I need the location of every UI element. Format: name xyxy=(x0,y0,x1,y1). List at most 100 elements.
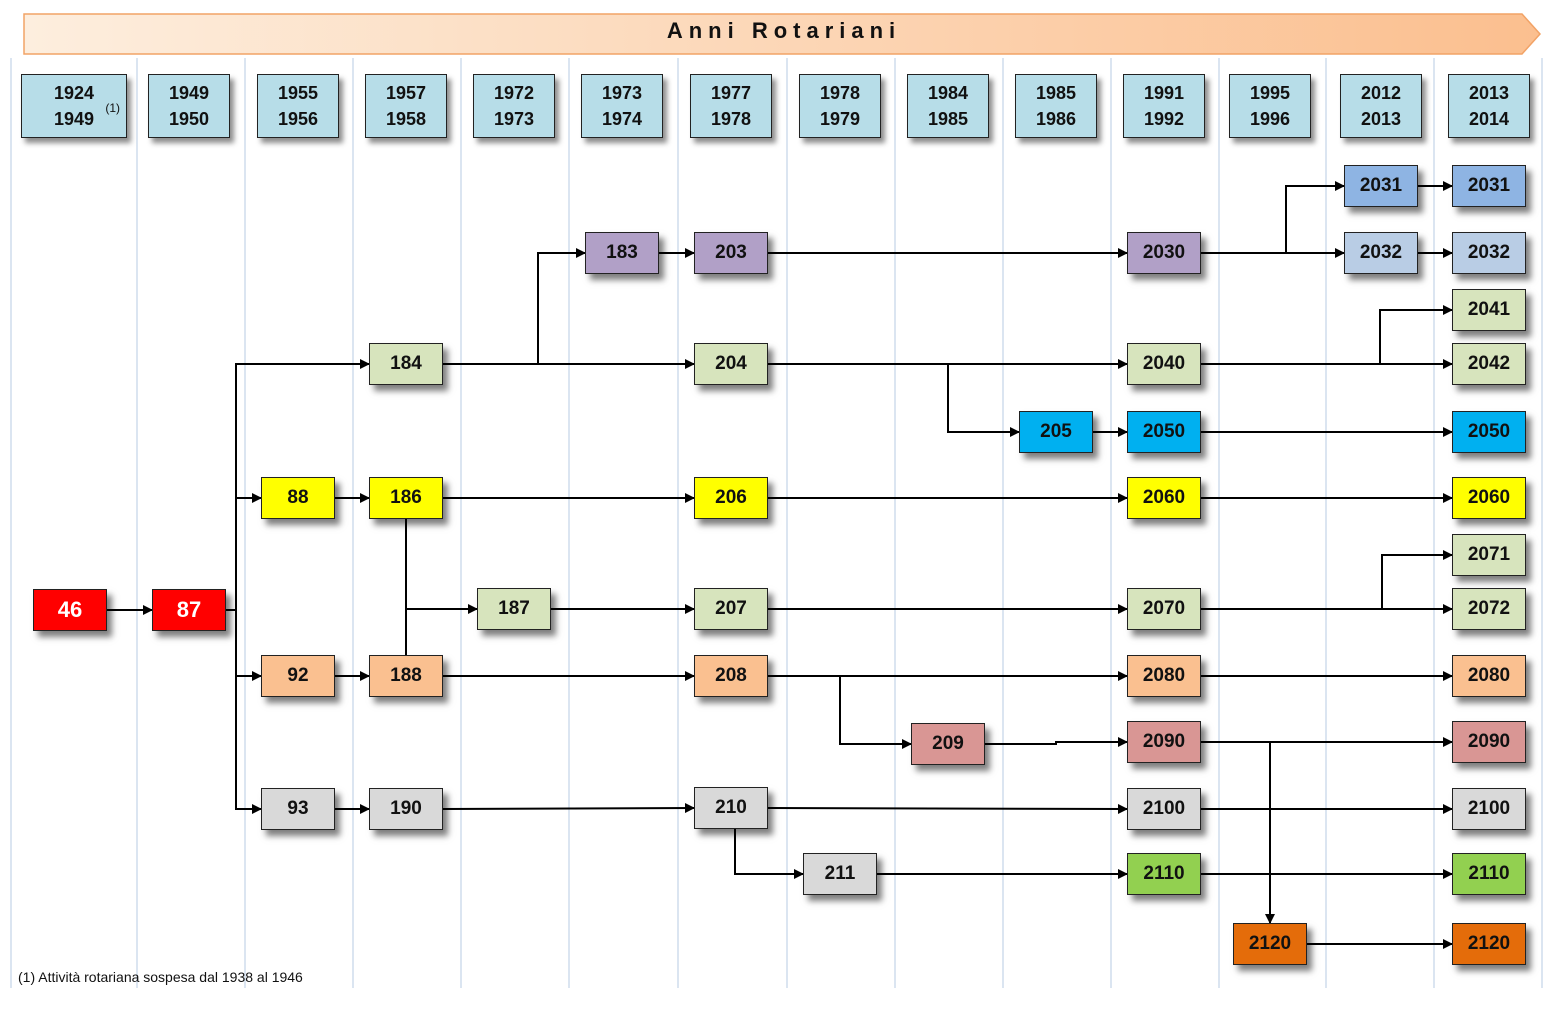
footnote: (1) Attività rotariana sospesa dal 1938 … xyxy=(18,969,303,985)
year-to: 1986 xyxy=(1035,109,1077,129)
year-to: 1973 xyxy=(493,109,535,129)
column-divider xyxy=(136,58,138,988)
district-node-2090: 2090 xyxy=(1452,721,1526,763)
connector-arrow xyxy=(768,675,912,749)
district-node-2080: 2080 xyxy=(1452,655,1526,697)
district-node-2050: 2050 xyxy=(1127,411,1201,453)
year-from: 1973 xyxy=(601,83,643,103)
year-from: 1984 xyxy=(927,83,969,103)
column-divider xyxy=(352,58,354,988)
year-to: 1950 xyxy=(168,109,210,129)
district-node-2032: 2032 xyxy=(1452,232,1526,274)
district-node-2030: 2030 xyxy=(1127,232,1201,274)
year-header: 1991 1992 xyxy=(1123,74,1205,138)
district-node-2071: 2071 xyxy=(1452,534,1526,576)
year-to: 1958 xyxy=(385,109,427,129)
year-to: 2014 xyxy=(1468,109,1510,129)
district-node-46: 46 xyxy=(33,589,107,631)
connector-arrow xyxy=(1201,181,1345,254)
column-divider xyxy=(1110,58,1112,988)
column-divider xyxy=(677,58,679,988)
district-node-190: 190 xyxy=(369,788,443,830)
district-node-2100: 2100 xyxy=(1127,788,1201,830)
district-node-88: 88 xyxy=(261,477,335,519)
year-to: 2013 xyxy=(1360,109,1402,129)
year-from: 1977 xyxy=(710,83,752,103)
connector-arrow xyxy=(985,737,1128,747)
connector-arrow xyxy=(1201,741,1275,924)
year-to: 1974 xyxy=(601,109,643,129)
district-node-2072: 2072 xyxy=(1452,588,1526,630)
year-from: 2012 xyxy=(1360,83,1402,103)
year-header: 1924 1949 (1) xyxy=(21,74,127,138)
footnote-marker: (1) xyxy=(105,101,120,115)
year-from: 1924 xyxy=(53,83,95,103)
district-node-203: 203 xyxy=(694,232,768,274)
connector-arrow xyxy=(226,493,262,611)
district-node-2090: 2090 xyxy=(1127,721,1201,763)
district-node-2100: 2100 xyxy=(1452,788,1526,830)
district-node-2031: 2031 xyxy=(1452,165,1526,207)
column-divider xyxy=(1002,58,1004,988)
district-node-211: 211 xyxy=(803,853,877,895)
year-to: 1978 xyxy=(710,109,752,129)
district-node-205: 205 xyxy=(1019,411,1093,453)
year-header: 1973 1974 xyxy=(581,74,663,138)
district-node-2110: 2110 xyxy=(1127,853,1201,895)
district-node-2120: 2120 xyxy=(1452,923,1526,965)
district-node-210: 210 xyxy=(694,787,768,829)
district-node-2032: 2032 xyxy=(1344,232,1418,274)
column-divider xyxy=(568,58,570,988)
district-node-2041: 2041 xyxy=(1452,289,1526,331)
district-node-204: 204 xyxy=(694,343,768,385)
year-header: 1972 1973 xyxy=(473,74,555,138)
year-from: 1955 xyxy=(277,83,319,103)
year-to: 1949 xyxy=(53,109,95,129)
banner-title: Anni Rotariani xyxy=(666,18,902,43)
connector-arrow xyxy=(734,829,804,879)
column-divider xyxy=(894,58,896,988)
column-divider xyxy=(244,58,246,988)
district-node-87: 87 xyxy=(152,589,226,631)
year-from: 1991 xyxy=(1143,83,1185,103)
district-node-207: 207 xyxy=(694,588,768,630)
year-header: 2012 2013 xyxy=(1340,74,1422,138)
column-divider xyxy=(1218,58,1220,988)
district-node-2110: 2110 xyxy=(1452,853,1526,895)
district-node-206: 206 xyxy=(694,477,768,519)
connector-arrow xyxy=(767,803,1128,814)
year-header: 1984 1985 xyxy=(907,74,989,138)
district-node-187: 187 xyxy=(477,588,551,630)
year-from: 1985 xyxy=(1035,83,1077,103)
connector-arrow xyxy=(442,803,695,814)
year-from: 1972 xyxy=(493,83,535,103)
district-node-2070: 2070 xyxy=(1127,588,1201,630)
title-banner xyxy=(23,13,1542,55)
district-node-2040: 2040 xyxy=(1127,343,1201,385)
connector-arrow xyxy=(768,363,1020,437)
district-node-209: 209 xyxy=(911,723,985,765)
connector-arrow xyxy=(443,248,586,365)
district-node-184: 184 xyxy=(369,343,443,385)
district-node-208: 208 xyxy=(694,655,768,697)
connector-arrow xyxy=(226,609,262,681)
district-node-2042: 2042 xyxy=(1452,343,1526,385)
year-from: 2013 xyxy=(1468,83,1510,103)
district-node-183: 183 xyxy=(585,232,659,274)
district-node-2060: 2060 xyxy=(1452,477,1526,519)
district-node-186: 186 xyxy=(369,477,443,519)
year-header: 2013 2014 xyxy=(1448,74,1530,138)
column-divider xyxy=(1325,58,1327,988)
year-to: 1992 xyxy=(1143,109,1185,129)
year-to: 1985 xyxy=(927,109,969,129)
connector-arrow xyxy=(1201,305,1453,365)
connector-arrow xyxy=(226,609,262,814)
column-divider xyxy=(460,58,462,988)
